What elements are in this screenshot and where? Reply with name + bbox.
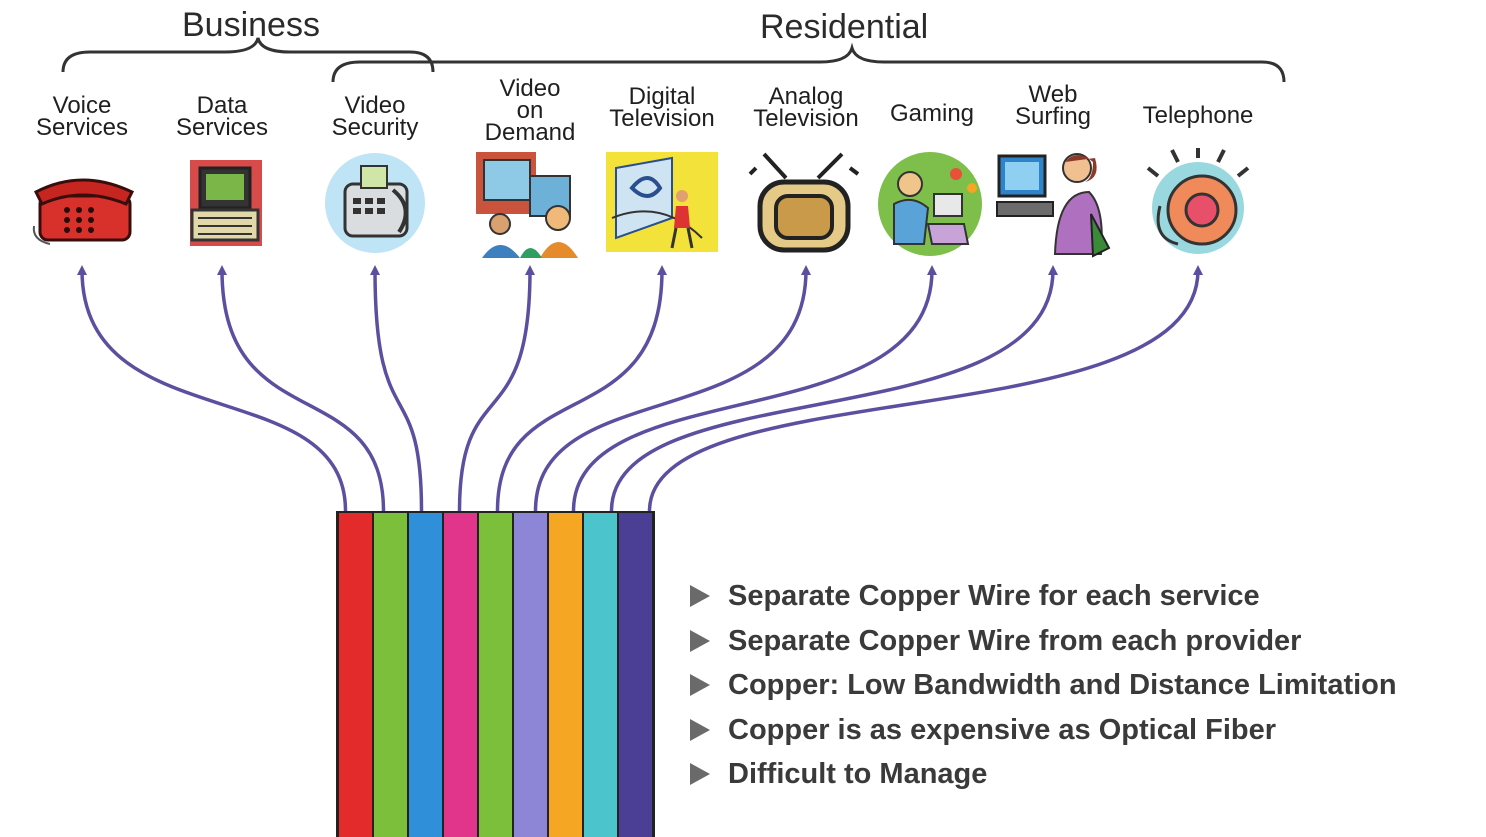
triangle-bullet-icon (690, 763, 710, 786)
service-label-line: Voice (52, 92, 112, 119)
triangle-bullet-icon (690, 585, 710, 608)
service-label-line: Surfing (1014, 103, 1092, 130)
triangle-bullet-icon (690, 629, 710, 652)
copper-wire-stripe (619, 513, 652, 837)
service-label-line: Digital (628, 83, 696, 110)
connection-arrow-voice-services (77, 265, 348, 512)
telephone-icon (22, 148, 142, 258)
service-label-line: Television (609, 105, 715, 132)
ringing-phone-icon (1138, 148, 1258, 258)
connection-arrow-analog-television (533, 265, 811, 512)
copper-wire-stripe (514, 513, 547, 837)
gaming-icon (872, 148, 992, 258)
bullet-item: Copper: Low Bandwidth and Distance Limit… (690, 663, 1397, 708)
business-brace (61, 37, 435, 73)
security-phone-icon (315, 148, 435, 258)
copper-wire-stripe (444, 513, 477, 837)
connection-arrow-data-services (217, 265, 386, 512)
arrows-group (77, 265, 1203, 512)
computer-user-icon (993, 148, 1113, 258)
triangle-bullet-icon (690, 674, 710, 697)
copper-cable-bundle (336, 511, 655, 837)
video-meeting-icon (470, 148, 590, 258)
service-label-line: Services (35, 114, 129, 141)
residential-brace (331, 42, 1286, 83)
copper-wire-stripe (584, 513, 617, 837)
service-label-line: Data (196, 92, 248, 119)
connection-arrow-video-on-demand (457, 265, 535, 512)
gaming-label: Gaming (889, 100, 975, 127)
connection-arrow-web-surfing (609, 265, 1058, 512)
copper-wire-stripe (339, 513, 372, 837)
service-label-line: on (516, 97, 544, 124)
connection-arrow-video-security (370, 265, 424, 512)
bullet-list: Separate Copper Wire for each service Se… (690, 574, 1397, 797)
service-label-line: Web (1028, 81, 1078, 108)
copper-wire-stripe (409, 513, 442, 837)
bullet-item: Copper is as expensive as Optical Fiber (690, 708, 1397, 753)
bullet-item: Difficult to Manage (690, 752, 1397, 797)
bullet-item: Separate Copper Wire for each service (690, 574, 1397, 619)
telephone-label: Telephone (1142, 102, 1254, 129)
service-label-line: Security (331, 114, 419, 141)
copper-wire-stripe (549, 513, 582, 837)
business-group-label: Business (182, 6, 320, 44)
digital-tv-icon (602, 148, 722, 258)
service-label-line: Telephone (1142, 102, 1254, 129)
residential-group-label: Residential (760, 8, 929, 46)
service-label-line: Demand (484, 119, 576, 146)
connection-arrow-telephone (647, 265, 1203, 512)
service-label-line: Video (344, 92, 406, 119)
service-label-line: Television (753, 105, 859, 132)
bullet-item: Separate Copper Wire from each provider (690, 619, 1397, 664)
analog-tv-icon (746, 148, 866, 258)
copper-wire-stripe (374, 513, 407, 837)
service-label-line: Video (499, 75, 561, 102)
triangle-bullet-icon (690, 718, 710, 741)
connection-arrow-digital-television (495, 265, 667, 512)
computer-icon (162, 148, 282, 258)
service-label-line: Analog (768, 83, 844, 110)
service-label-line: Gaming (889, 100, 975, 127)
copper-wire-stripe (479, 513, 512, 837)
service-label-line: Services (175, 114, 269, 141)
connection-arrow-gaming (571, 265, 937, 512)
